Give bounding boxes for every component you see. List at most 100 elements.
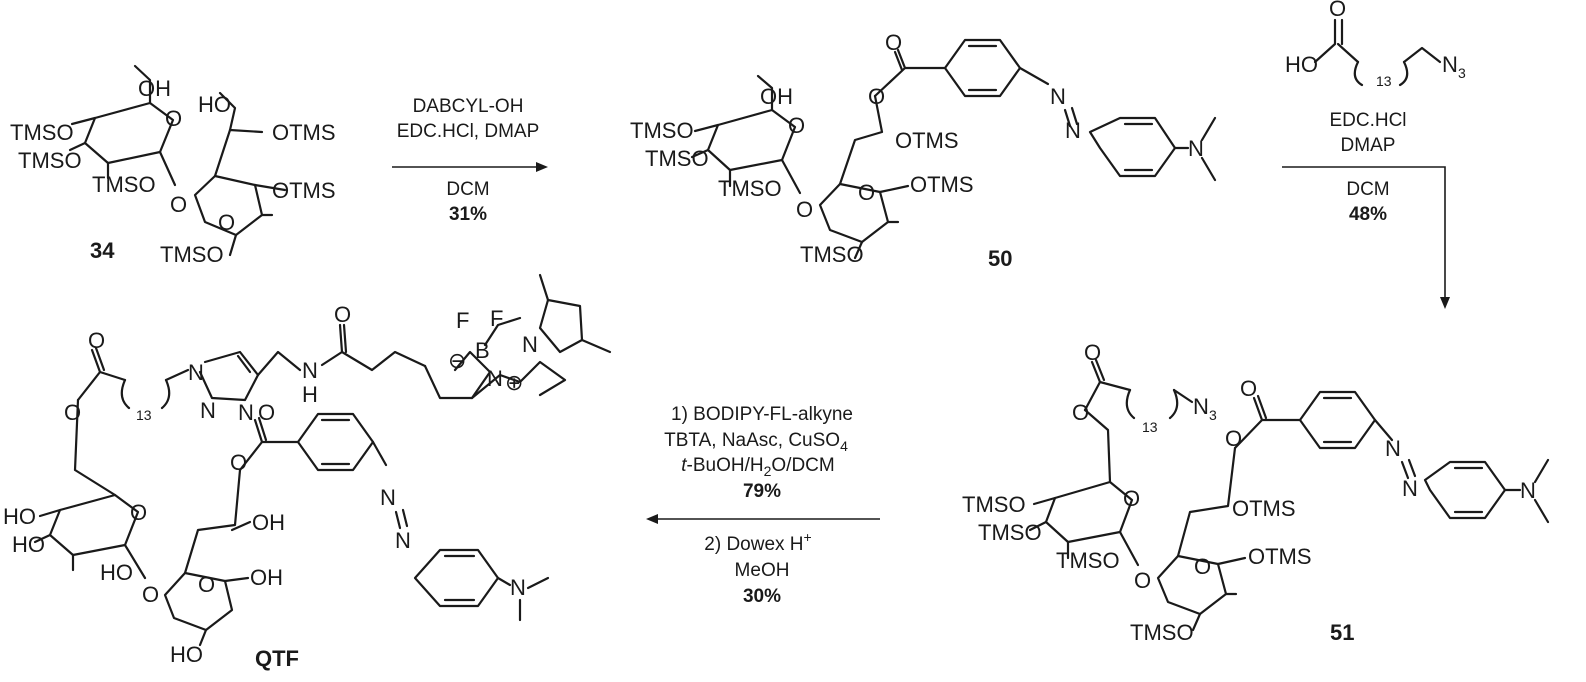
qtf-ring-o2: O bbox=[198, 572, 215, 597]
c51-tmso-3: TMSO bbox=[1056, 548, 1120, 573]
c34-tmso-1: TMSO bbox=[10, 120, 74, 145]
step2-reagent-2: DMAP bbox=[1341, 135, 1396, 156]
step3-reagent-2-main: TBTA, NaAsc, CuSO bbox=[664, 430, 840, 451]
c50-azo-n2: N bbox=[1065, 118, 1081, 143]
qtf-plus-charge: ⊕ bbox=[505, 370, 523, 395]
c51-repeat: 13 bbox=[1142, 419, 1158, 435]
compound-label-qtf: QTF bbox=[255, 646, 299, 671]
c51-ring-o2: O bbox=[1194, 554, 1211, 579]
c51-link-o: O bbox=[1134, 568, 1151, 593]
c50-azo-n1: N bbox=[1050, 84, 1066, 109]
c50-tmso-3: TMSO bbox=[718, 176, 782, 201]
c34-tmso-2: TMSO bbox=[18, 148, 82, 173]
step1-arrowhead bbox=[536, 162, 548, 172]
qtf-oh-1: OH bbox=[252, 510, 285, 535]
c50-link-o: O bbox=[796, 197, 813, 222]
c51-carbonyl2-o: O bbox=[1240, 376, 1257, 401]
step3-solvent-sub: 2 bbox=[764, 463, 772, 479]
qtf-nme2: N bbox=[510, 575, 526, 600]
qtf-oh-2: OH bbox=[250, 565, 283, 590]
reagent-ho: HO bbox=[1285, 52, 1318, 77]
step2-arrow-group: EDC.HCl DMAP DCM 48% bbox=[1282, 110, 1450, 309]
c51-azo-n1: N bbox=[1385, 436, 1401, 461]
step2-solvent: DCM bbox=[1346, 179, 1389, 200]
c34-link-o: O bbox=[170, 192, 187, 217]
c51-tmso-4: TMSO bbox=[1130, 620, 1194, 645]
reagent-n3: N bbox=[1442, 52, 1458, 77]
qtf-boron: B bbox=[475, 338, 490, 363]
c51-nme2: N bbox=[1520, 478, 1536, 503]
qtf-ester2-o: O bbox=[230, 450, 247, 475]
compound-label-50: 50 bbox=[988, 246, 1012, 271]
qtf-azo-n1: N bbox=[380, 485, 396, 510]
step2-arrowhead bbox=[1440, 297, 1450, 309]
qtf-azo-n2: N bbox=[395, 528, 411, 553]
c50-nme2: N bbox=[1188, 136, 1204, 161]
step2-reagent-1: EDC.HCl bbox=[1329, 110, 1406, 131]
c34-otms-1: OTMS bbox=[272, 120, 336, 145]
step3-reagent-1: 1) BODIPY-FL-alkyne bbox=[671, 404, 853, 425]
reagent-repeat: 13 bbox=[1376, 73, 1392, 89]
step3-arrow-group: 1) BODIPY-FL-alkyne TBTA, NaAsc, CuSO4 t… bbox=[646, 404, 880, 607]
compound-50-structure: OH O OTMS OTMS TMSO TMSO TMSO TMSO O O O… bbox=[630, 30, 1217, 271]
compound-34-structure: OH O HO OTMS OTMS TMSO TMSO TMSO TMSO O … bbox=[10, 64, 336, 267]
c51-otms-1: OTMS bbox=[1232, 496, 1296, 521]
qtf-ho-1: HO bbox=[3, 504, 36, 529]
c50-ring-o1: O bbox=[788, 113, 805, 138]
qtf-triazole-n3: N bbox=[238, 400, 254, 425]
step3-solvent-a: -BuOH/H bbox=[687, 455, 764, 476]
qtf-amide-n: N bbox=[302, 358, 318, 383]
step1-reagent-2: EDC.HCl, DMAP bbox=[397, 121, 540, 142]
c51-n3: N bbox=[1193, 394, 1209, 419]
compound-51-structure: O O O 13 N 3 OTMS OTMS TMSO TMSO TMSO TM… bbox=[962, 340, 1550, 645]
step3-reagent-2: TBTA, NaAsc, CuSO4 bbox=[664, 430, 848, 454]
step1-solvent: DCM bbox=[446, 179, 489, 200]
step3-arrowhead bbox=[646, 514, 658, 524]
c34-otms-2: OTMS bbox=[272, 178, 336, 203]
qtf-ho-3: HO bbox=[100, 560, 133, 585]
qtf-ho-4: HO bbox=[170, 642, 203, 667]
c50-tmso-2: TMSO bbox=[645, 146, 709, 171]
qtf-f2: F bbox=[490, 306, 503, 331]
c50-carbonyl-o: O bbox=[885, 30, 902, 55]
qtf-minus-charge: ⊖ bbox=[448, 348, 466, 373]
c50-tmso-4: TMSO bbox=[800, 242, 864, 267]
qtf-ester1-o: O bbox=[64, 400, 81, 425]
qtf-repeat: 13 bbox=[136, 407, 152, 423]
c50-otms-1: OTMS bbox=[895, 128, 959, 153]
compound-label-51: 51 bbox=[1330, 620, 1354, 645]
qtf-amide-o: O bbox=[334, 302, 351, 327]
c34-ring-o2: O bbox=[218, 210, 235, 235]
c50-ring-o2: O bbox=[858, 180, 875, 205]
qtf-ring-o1: O bbox=[130, 500, 147, 525]
qtf-bodipy-n1: N bbox=[522, 332, 538, 357]
qtf-link-o: O bbox=[142, 582, 159, 607]
c51-n3-sub: 3 bbox=[1209, 407, 1217, 423]
step4-reagent-main: 2) Dowex H bbox=[704, 534, 803, 555]
step3-solvent: t-BuOH/H2O/DCM bbox=[681, 455, 834, 479]
reagent-n3-sub: 3 bbox=[1458, 65, 1466, 81]
step3-solvent-t: t bbox=[681, 455, 687, 476]
c50-oh-label: OH bbox=[760, 84, 793, 109]
step2-arrow bbox=[1282, 166, 1446, 305]
step4-reagent: 2) Dowex H+ bbox=[704, 529, 811, 555]
step4-reagent-sup: + bbox=[804, 529, 812, 545]
c51-azo-n2: N bbox=[1402, 476, 1418, 501]
qtf-ho-2: HO bbox=[12, 532, 45, 557]
c34-ring-o1: O bbox=[165, 106, 182, 131]
qtf-carbonyl1-o: O bbox=[88, 328, 105, 353]
c51-otms-2: OTMS bbox=[1248, 544, 1312, 569]
compound-label-34: 34 bbox=[90, 238, 115, 263]
qtf-triazole-n2: N bbox=[200, 398, 216, 423]
c50-tmso-1: TMSO bbox=[630, 118, 694, 143]
step1-reagent-1: DABCYL-OH bbox=[413, 96, 524, 117]
step1-arrow-group: DABCYL-OH EDC.HCl, DMAP DCM 31% bbox=[392, 96, 548, 225]
c51-tmso-2: TMSO bbox=[978, 520, 1042, 545]
c34-ho-label: HO bbox=[198, 92, 231, 117]
c51-carbonyl1-o: O bbox=[1084, 340, 1101, 365]
c34-oh-label: OH bbox=[138, 76, 171, 101]
qtf-triazole-n1: N bbox=[188, 360, 204, 385]
step3-solvent-b: O/DCM bbox=[771, 455, 834, 476]
step1-yield: 31% bbox=[449, 204, 487, 225]
